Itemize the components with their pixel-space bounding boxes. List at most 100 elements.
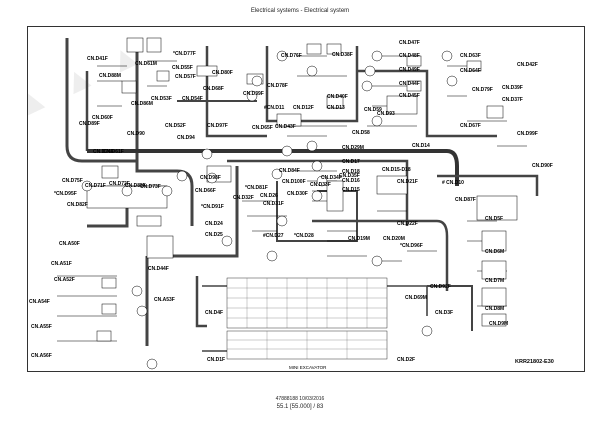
connector-label: CN.D4F — [205, 310, 224, 316]
connector-label: CN.D44F — [148, 266, 169, 272]
connector-label: CN.D61M — [135, 61, 157, 67]
connector-label: CN.D97F — [207, 123, 228, 129]
connector-label: CN.D85F — [125, 183, 146, 189]
connector-label: CN.D98F — [200, 175, 221, 181]
footer-doc-id: 47888188 10/03/2016 — [275, 396, 325, 402]
connector-label: CN.D72F — [109, 181, 130, 187]
connector-label: CN.D90 — [127, 131, 145, 137]
connector-label: CN.D16 — [342, 178, 360, 184]
connector-label: CN.D39F — [243, 91, 264, 97]
connector-label: CN.D42F — [517, 62, 538, 68]
connector-label: CN.D58 — [352, 130, 370, 136]
connector-label: CN.D100F — [282, 179, 306, 185]
connector-label: CN.A55F — [31, 324, 52, 330]
connector-label: CN.A56F — [31, 353, 52, 359]
wiring-diagram: CN.D41F CN.D88M CN.D60F CN.D61M CN.D89F … — [27, 26, 585, 372]
connector-label: CN.D57F — [175, 74, 196, 80]
connector-label: CN.D79F — [472, 87, 493, 93]
connector-label: CN.D59 — [364, 107, 382, 113]
connector-label: CN.D8M — [485, 306, 505, 312]
connector-label: CN.D3F — [435, 310, 454, 316]
connector-label: CN.D2F — [397, 357, 416, 363]
connector-label: CN.D33F — [310, 182, 331, 188]
connector-label: CN.D55F — [172, 65, 193, 71]
connector-label: CN.D15 — [342, 187, 360, 193]
connector-label: CN.D60F — [92, 115, 113, 121]
connector-label: CN.D90F — [532, 163, 553, 169]
connector-label: CN.D30F — [287, 191, 308, 197]
connector-label: CN.D19M — [348, 236, 370, 242]
connector-label: #CN.D27 — [263, 233, 284, 239]
connector-label: *CN.D77F — [173, 51, 196, 57]
connector-label: CN.D80F — [212, 70, 233, 76]
connector-label: CN.D20M — [383, 236, 405, 242]
connector-label: *CN.D95F — [54, 191, 77, 197]
connector-label: *CN.D81F — [245, 185, 268, 191]
connector-label: CN.A50F — [59, 241, 80, 247]
connector-label: CN.D94 — [177, 135, 195, 141]
wiring-diagram-lines — [27, 26, 585, 372]
connector-label: CN.D65F — [252, 125, 273, 131]
connector-label: CN.A52F — [54, 277, 75, 283]
connector-label: CN.D40F — [327, 94, 348, 100]
connector-label: CN.D64F — [460, 68, 481, 74]
connector-label: CN.D71F — [85, 183, 106, 189]
connector-label: CN.D49F — [399, 67, 420, 73]
connector-label: CN.D25 — [205, 232, 223, 238]
connector-label: CN.D38F — [332, 52, 353, 58]
page-header-title: Electrical systems - Electrical system — [250, 8, 350, 14]
connector-label: CN.D15-D18 — [382, 167, 411, 173]
connector-label: CN.D1F — [207, 357, 226, 363]
connector-label: CN.D63F — [460, 53, 481, 59]
connector-label: *CN.D28 — [294, 233, 314, 239]
connector-label: CN.D39F — [502, 85, 523, 91]
connector-label: CN.D78F — [267, 83, 288, 89]
connector-label: CN.D31F — [263, 201, 284, 207]
connector-label: CN.D29M — [342, 145, 364, 151]
connector-label: CN.D22F — [397, 221, 418, 227]
connector-label: CN.D69M — [405, 295, 427, 301]
connector-label: CN.A51F — [51, 261, 72, 267]
connector-label: CN.D21F — [397, 179, 418, 185]
connector-label: # CN.D10 — [442, 180, 464, 186]
connector-label: CN.D24 — [205, 221, 223, 227]
connector-label: CN.D87F — [455, 197, 476, 203]
connector-label: CN.D99F — [517, 131, 538, 137]
connector-label: CN.D32F — [233, 195, 254, 201]
connector-label: CN.D52F — [165, 123, 186, 129]
connector-label: CN.D66F — [195, 188, 216, 194]
connector-label: CN.D75F — [62, 178, 83, 184]
diagram-code: KRR21802-E30 — [515, 359, 554, 365]
connector-label: CN.D6M — [485, 249, 505, 255]
connector-label: CN.D68F — [203, 86, 224, 92]
connector-label: CN.D67F — [460, 123, 481, 129]
connector-label: CN.D92F — [430, 284, 451, 290]
connector-label: CN.D61F — [103, 149, 124, 155]
connector-label: CN.D26 — [260, 193, 278, 199]
connector-label: CN.D88M — [99, 73, 121, 79]
connector-label: CN.D7M — [485, 278, 505, 284]
connector-label: CN.D73F — [140, 184, 161, 190]
connector-label: CN.A53F — [154, 297, 175, 303]
connector-label: CN.D13 — [327, 105, 345, 111]
connector-label: CN.D44F — [399, 81, 420, 87]
connector-label: CN.D76F — [281, 53, 302, 59]
diagram-note: MINI EXCAVATOR — [289, 365, 327, 370]
connector-label: CN.D45F — [399, 93, 420, 99]
connector-label: CN.D17 — [342, 159, 360, 165]
connector-label: CN.D47F — [399, 40, 420, 46]
connector-label: *CN.D91F — [201, 204, 224, 210]
connector-label: CN.D37F — [502, 97, 523, 103]
connector-label: CN.D34F — [321, 175, 342, 181]
connector-label: CN.D41F — [87, 56, 108, 62]
connector-label: CN.D54F — [182, 96, 203, 102]
connector-label: CN.D5F — [485, 216, 504, 222]
connector-label: CN.D9M — [489, 321, 509, 327]
connector-label: CN.D86M — [131, 101, 153, 107]
connector-label: CN.D43F — [275, 124, 296, 130]
connector-label: CN.D48F — [399, 53, 420, 59]
footer-page-ref: 55.1 [55.000] / 83 — [276, 404, 324, 410]
connector-label: *CN.D96F — [400, 243, 423, 249]
connector-label: #CN.D11 — [264, 105, 285, 111]
connector-label: CN.D53F — [151, 96, 172, 102]
